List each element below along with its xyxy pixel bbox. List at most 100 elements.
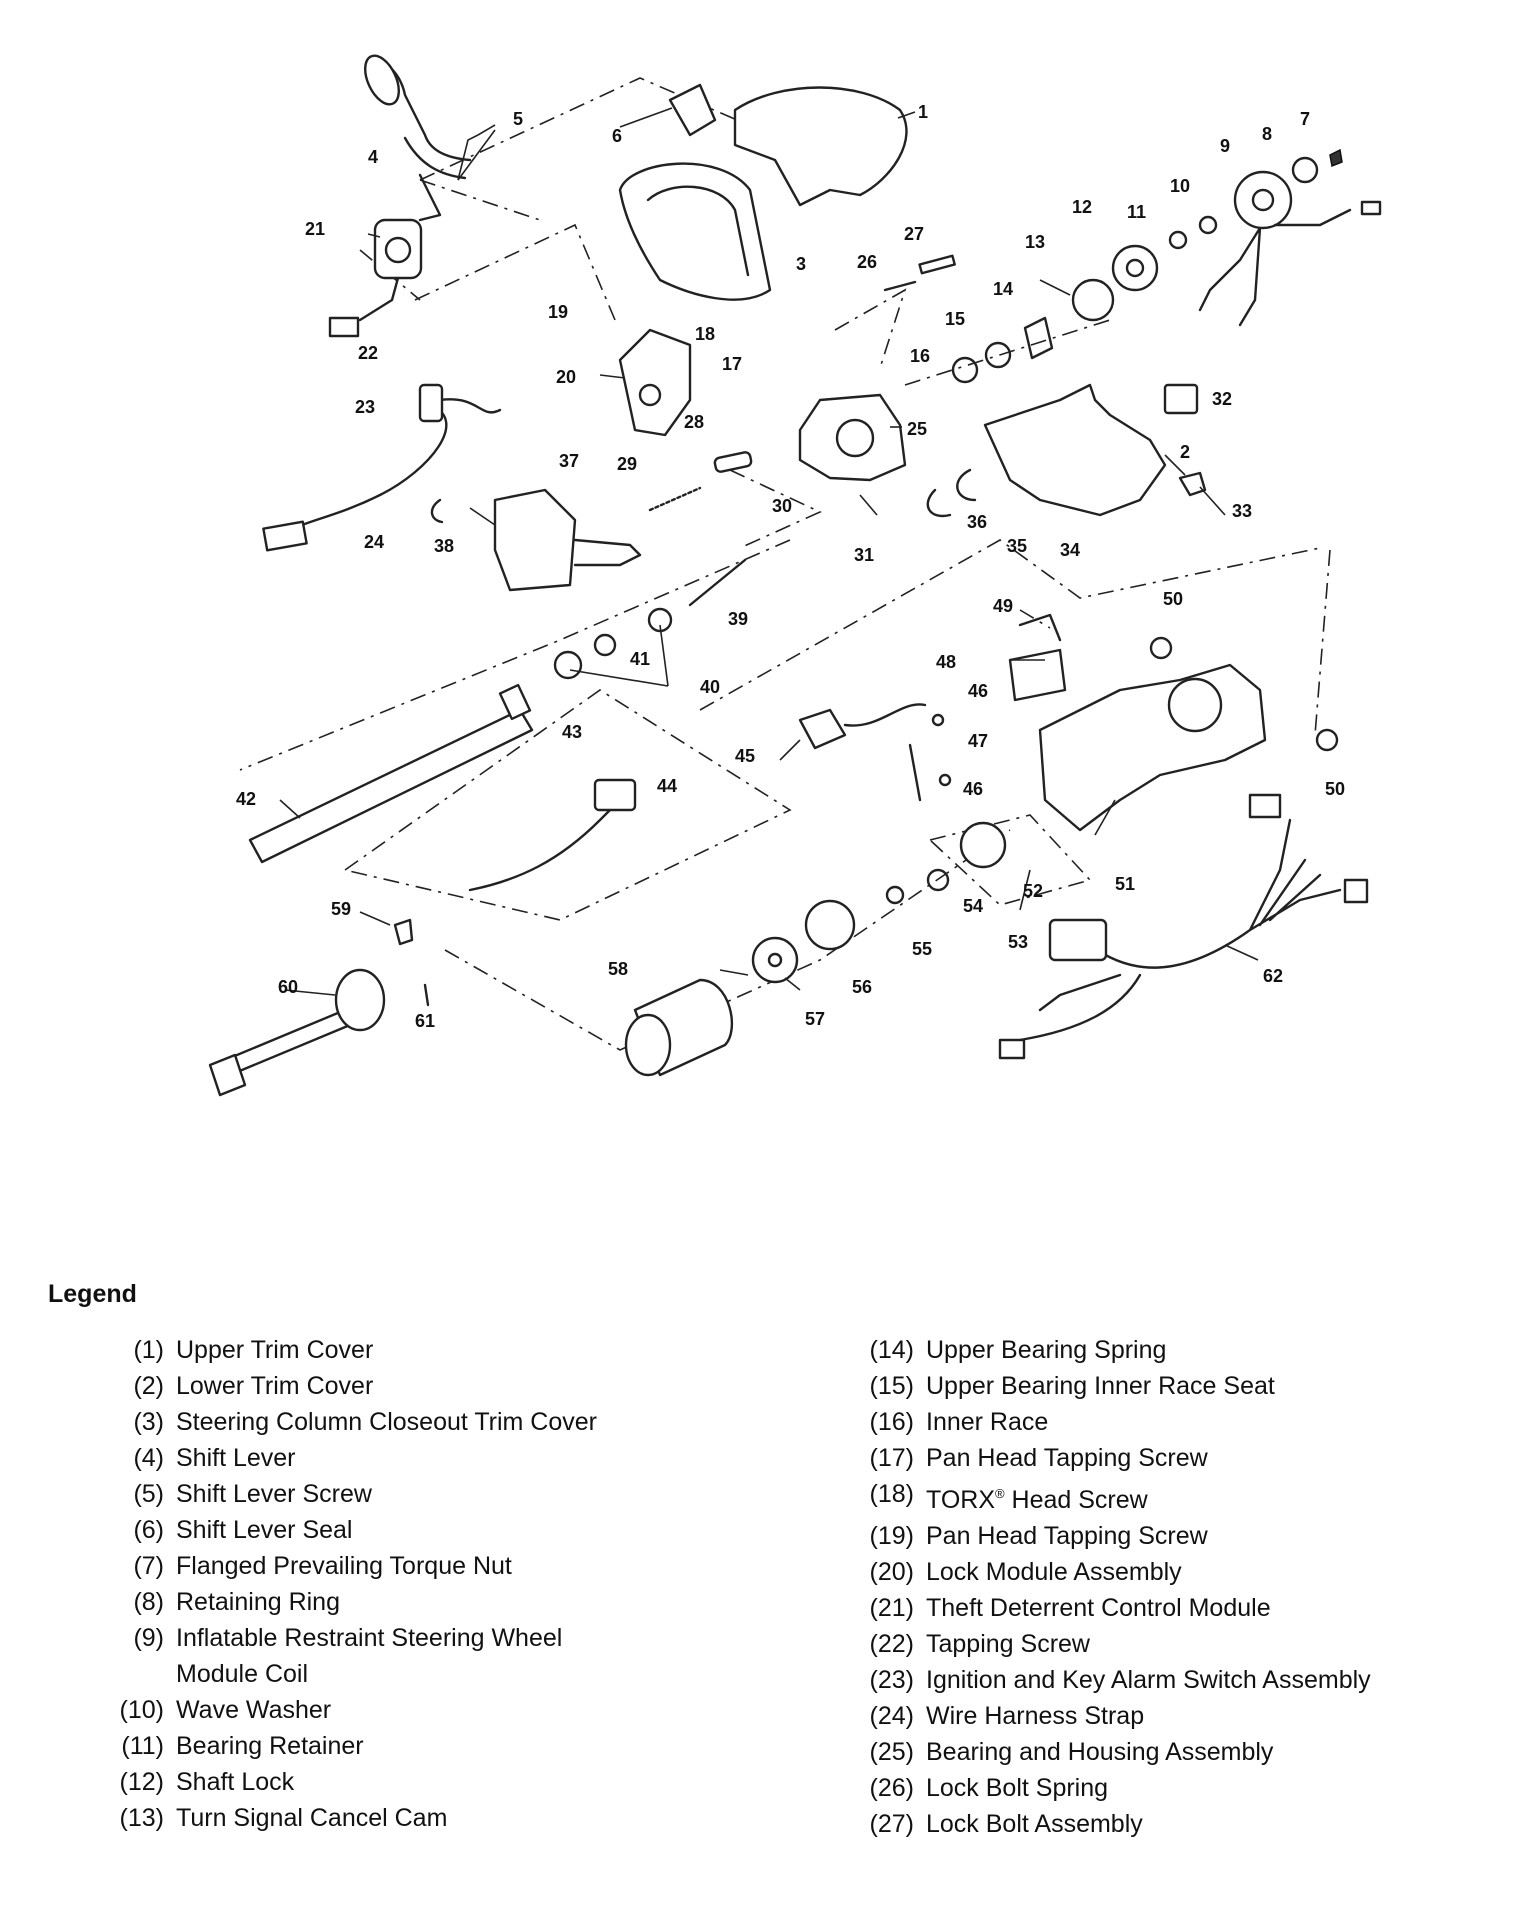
callout-52: 52: [1023, 881, 1043, 901]
callout-59: 59: [331, 899, 351, 919]
intermediate-shaft-end: [208, 1053, 247, 1097]
callout-26: 26: [857, 252, 877, 272]
callout-55: 55: [912, 939, 932, 959]
legend-text: Lock Module Assembly: [926, 1558, 1182, 1586]
legend-number: (4): [133, 1444, 164, 1472]
shift-lever-seal-part: [668, 83, 717, 137]
theft-deterrent-module-wire: [358, 276, 400, 322]
callout-17: 17: [722, 354, 742, 374]
legend-text: Upper Bearing Spring: [926, 1336, 1167, 1364]
callout-9: 9: [1220, 136, 1230, 156]
callout-46b: 46: [963, 779, 983, 799]
legend-number: (6): [133, 1516, 164, 1544]
closeout-trim-cover-part: [618, 162, 772, 301]
lock-bolt-part: [918, 254, 956, 275]
bushing-50a-shape: [1149, 636, 1173, 660]
callout-62: 62: [1263, 966, 1283, 986]
legend-number: (10): [119, 1696, 164, 1724]
callout-19: 19: [548, 302, 568, 322]
callout-5: 5: [513, 109, 523, 129]
callout-40: 40: [700, 677, 720, 697]
legend-text: Wire Harness Strap: [926, 1702, 1145, 1730]
legend-text: Bearing Retainer: [176, 1732, 364, 1760]
legend-text: Upper Bearing Inner Race Seat: [926, 1372, 1275, 1400]
torque-nut-part: [1329, 148, 1343, 168]
legend-entry: (6) Shift Lever Seal: [88, 1512, 708, 1548]
legend-entry: (27)Lock Bolt Assembly: [838, 1806, 1518, 1842]
washer-57-shape: [751, 936, 799, 984]
legend-entry: (13)Turn Signal Cancel Cam: [88, 1800, 708, 1836]
callout-14: 14: [993, 279, 1013, 299]
steering-shaft-part: [248, 708, 534, 864]
callout-30: 30: [772, 496, 792, 516]
callout-31: 31: [854, 545, 874, 565]
legend-column-right: (14)Upper Bearing Spring (15) Upper Beari…: [838, 1332, 1518, 1842]
legend-text: Lock Bolt Assembly: [926, 1810, 1143, 1838]
legend-entry: (11)Bearing Retainer: [88, 1728, 708, 1764]
callout-33: 33: [1232, 501, 1252, 521]
legend: Legend (1)Upper Trim Cover (2)Lower Trim…: [0, 1280, 1536, 1920]
wiring-harness-connector-b: [1343, 878, 1369, 904]
module-coil-part: [1233, 170, 1293, 230]
clip-36-part: [956, 468, 977, 502]
callout-42: 42: [236, 789, 256, 809]
theft-deterrent-module-connector: [328, 316, 360, 338]
callout-18: 18: [695, 324, 715, 344]
callout-54: 54: [963, 896, 983, 916]
retaining-ring-part: [1291, 156, 1319, 184]
part-48-shape: [1008, 648, 1067, 702]
callout-6: 6: [612, 126, 622, 146]
multifunction-switch-part: [493, 488, 577, 592]
part-49-shape: [1018, 613, 1062, 642]
bearing-housing-part: [798, 393, 907, 482]
callout-29: 29: [617, 454, 637, 474]
legend-text: Lower Trim Cover: [176, 1372, 374, 1400]
legend-column-left: (1)Upper Trim Cover (2)Lower Trim Cover …: [88, 1332, 708, 1836]
legend-number: (22): [869, 1630, 914, 1658]
callout-37: 37: [559, 451, 579, 471]
legend-text: Shift Lever Seal: [176, 1516, 353, 1544]
wiring-harness-part: [1018, 818, 1342, 1042]
module-coil-wires: [1198, 208, 1352, 327]
legend-number: (24): [869, 1702, 914, 1730]
legend-text: Steering Column Closeout Trim Cover: [176, 1408, 597, 1436]
legend-number: (5): [133, 1480, 164, 1508]
turn-signal-cancel-cam-part: [1071, 278, 1115, 322]
legend-number: (12): [119, 1768, 164, 1796]
lock-module-hole: [638, 383, 662, 407]
shaft-lock-part: [1111, 244, 1159, 292]
callout-34: 34: [1060, 540, 1080, 560]
callouts: 1 2 3 4 5 6 7 8 9 10 11 12 13 14 15 16 1…: [236, 102, 1345, 1031]
callout-32: 32: [1212, 389, 1232, 409]
legend-text: Retaining Ring: [176, 1588, 340, 1616]
part-44-body: [593, 778, 637, 812]
callout-2: 2: [1180, 442, 1190, 462]
lock-module-part: [618, 328, 692, 437]
legend-number: (9): [133, 1624, 164, 1652]
theft-deterrent-module-ring: [384, 236, 412, 264]
legend-entry: (15) Upper Bearing Inner Race Seat: [838, 1368, 1518, 1404]
legend-number: (15): [869, 1372, 914, 1400]
legend-number: (18): [869, 1480, 914, 1508]
legend-entry: (17)Pan Head Tapping Screw: [838, 1440, 1518, 1476]
multifunction-switch-stalk: [573, 538, 642, 567]
column-housing-bore: [1167, 677, 1223, 733]
legend-entry: (14)Upper Bearing Spring: [838, 1332, 1518, 1368]
module-coil-hub: [1251, 188, 1275, 212]
callout-45: 45: [735, 746, 755, 766]
ignition-switch-connector: [262, 520, 308, 552]
legend-entry: (21)Theft Deterrent Control Module: [838, 1590, 1518, 1626]
wiring-harness-connector-c: [998, 1038, 1026, 1060]
legend-entry: (4)Shift Lever: [88, 1440, 708, 1476]
callout-4: 4: [368, 147, 378, 167]
upper-trim-cover-part: [733, 86, 908, 207]
legend-number: (19): [869, 1522, 914, 1550]
callout-22: 22: [358, 343, 378, 363]
legend-number: (1): [133, 1336, 164, 1364]
callout-11: 11: [1127, 202, 1146, 222]
legend-text: Shift Lever Screw: [176, 1480, 372, 1508]
part-59-shape: [393, 918, 414, 946]
registered-mark: ®: [995, 1486, 1005, 1501]
